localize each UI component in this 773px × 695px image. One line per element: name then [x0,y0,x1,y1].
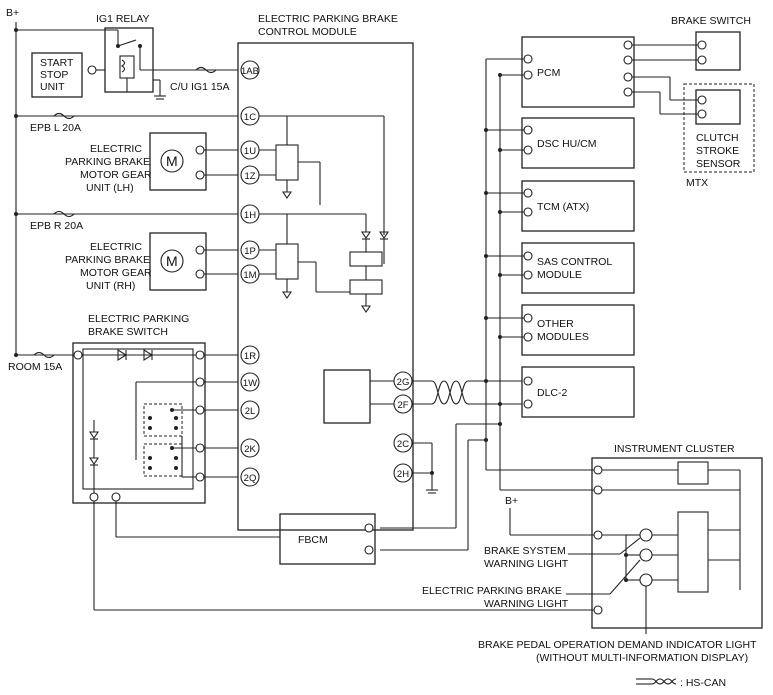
epb-warning-label-1: ELECTRIC PARKING BRAKE [422,585,562,597]
epb-switch-label-2: BRAKE SWITCH [88,326,168,338]
brake-warning-label-1: BRAKE SYSTEM [484,545,566,557]
pin-1z: 1Z [244,171,255,182]
dlc-label: DLC-2 [537,387,568,399]
dsc-label: DSC HU/CM [537,138,597,150]
pin-1u: 1U [244,146,256,157]
sas-label-1: SAS CONTROL [537,256,612,268]
other-label-2: MODULES [537,331,589,343]
epb-switch-label-1: ELECTRIC PARKING [88,313,189,325]
bplus-top-label: B+ [6,7,19,19]
sas-box [521,242,635,294]
motor-rh-symbol: M [166,253,178,269]
epb-control-module-box [237,42,414,531]
motor-rh-icon [160,249,184,273]
fbcm-box [279,513,376,565]
motor-lh-box [149,132,207,191]
epb-switch-box [72,342,206,504]
cu-ig1-fuse-label: C/U IG1 15A [170,81,230,93]
sas-label-2: MODULE [537,269,582,281]
brake-switch-label: BRAKE SWITCH [671,15,751,27]
instrument-cluster-box [591,457,763,629]
epb-r-fuse-label: EPB R 20A [30,220,83,232]
brake-switch-box [695,31,741,71]
epb-warning-light-icon [639,548,653,562]
pin-1m: 1M [243,270,256,281]
start-stop-label-1: START [40,57,74,69]
instrument-cluster-label: INSTRUMENT CLUSTER [614,443,735,455]
bplus-ic-label: B+ [505,495,518,507]
motor-rh-box [149,232,207,291]
epb-l-fuse-label: EPB L 20A [30,122,81,134]
motor-lh-icon [160,149,184,173]
start-stop-unit-box [31,52,83,98]
pin-1p: 1P [244,246,256,257]
motor-rh-label-3: MOTOR GEAR [80,267,152,279]
clutch-label-2: STROKE [696,145,739,157]
start-stop-label-2: STOP [40,69,68,81]
other-modules-box [521,304,635,356]
other-label-1: OTHER [537,318,574,330]
pcm-box [521,36,635,108]
pin-1h: 1H [244,210,256,221]
ig1-relay-box [104,27,154,93]
motor-rh-label-2: PARKING BRAKE [65,254,150,266]
brake-warning-label-2: WARNING LIGHT [484,558,569,570]
motor-lh-label-1: ELECTRIC [90,143,142,155]
dlc-box [521,366,635,418]
clutch-label-3: SENSOR [696,158,741,170]
pin-2q: 2Q [244,473,257,484]
pedal-indicator-label-2: (WITHOUT MULTI-INFORMATION DISPLAY) [536,652,748,664]
motor-lh-symbol: M [166,153,178,169]
motor-rh-label-4: UNIT (RH) [86,280,135,292]
brake-warning-light-icon [639,528,653,542]
pin-1ab: 1AB [241,66,259,77]
mtx-label: MTX [686,177,708,189]
clutch-label-1: CLUTCH [696,132,739,144]
clutch-sensor-box [695,89,741,125]
pin-2f: 2F [397,400,408,411]
pin-1w: 1W [243,378,257,389]
pin-2c: 2C [397,439,409,450]
motor-rh-label-1: ELECTRIC [90,241,142,253]
epb-module-title-2: CONTROL MODULE [258,26,357,38]
tcm-label: TCM (ATX) [537,201,589,213]
pin-2k: 2K [244,444,256,455]
motor-lh-label-4: UNIT (LH) [86,182,134,194]
motor-lh-label-2: PARKING BRAKE [65,156,150,168]
tcm-box [521,180,635,232]
ig1-relay-label: IG1 RELAY [96,13,150,25]
pedal-indicator-label-1: BRAKE PEDAL OPERATION DEMAND INDICATOR L… [478,639,757,651]
room-fuse-label: ROOM 15A [8,361,62,373]
motor-lh-label-3: MOTOR GEAR [80,169,152,181]
pin-2h: 2H [397,469,409,480]
start-stop-label-3: UNIT [40,81,65,93]
fbcm-label: FBCM [298,534,328,546]
pin-2l: 2L [245,406,256,417]
pin-2g: 2G [397,377,410,388]
epb-warning-label-2: WARNING LIGHT [484,598,569,610]
legend-hs-can: : HS-CAN [680,677,726,689]
pin-1c: 1C [244,112,256,123]
epb-module-title-1: ELECTRIC PARKING BRAKE [258,13,398,25]
pedal-indicator-light-icon [639,573,653,587]
pcm-label: PCM [537,67,560,79]
dsc-box [521,117,635,169]
pin-1r: 1R [244,351,256,362]
